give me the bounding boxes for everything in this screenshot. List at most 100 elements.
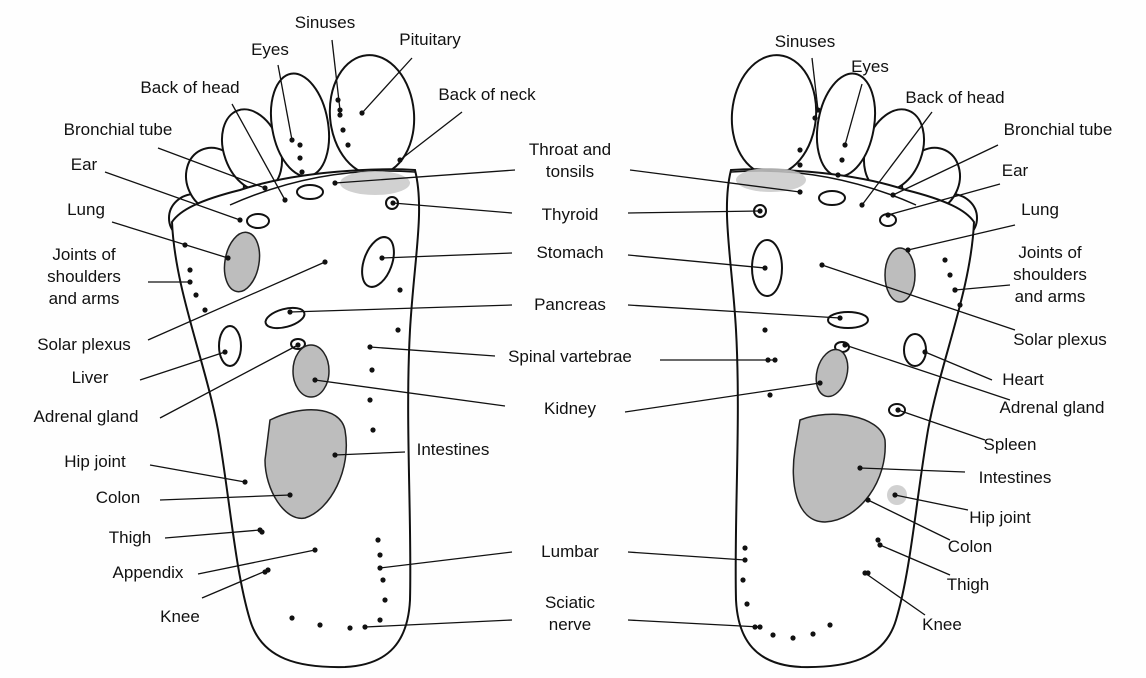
left-leader-pituitary (361, 57, 413, 114)
label-line: Intestines (979, 468, 1052, 487)
label-line: Spleen (984, 435, 1037, 454)
reflex-point-dot (375, 537, 381, 543)
center-leader-sciatic-nerve (364, 619, 513, 628)
center-label-lumbar: Lumbar (541, 542, 599, 561)
left-leader-bronchial-tube (157, 147, 266, 189)
center-label-spinal-vartebrae: Spinal vartebrae (508, 347, 632, 366)
right-heart (903, 333, 927, 367)
label-line: Eyes (251, 40, 289, 59)
label-line: Bronchial tube (1004, 120, 1113, 139)
left-leader-colon (159, 494, 291, 501)
center-leader-thyroid (392, 202, 513, 214)
label-line: Intestines (417, 440, 490, 459)
left-leader-adrenal-gland (159, 344, 299, 419)
reflex-point-dot (762, 327, 768, 333)
label-line: Ear (1002, 161, 1029, 180)
right-foot (725, 54, 978, 669)
right-lung (884, 247, 916, 303)
label-line: Knee (160, 607, 200, 626)
leader-lines (104, 39, 1016, 628)
left-label-lung: Lung (67, 200, 105, 219)
reflex-point-dot (187, 267, 193, 273)
right-leader-solar-plexus (821, 264, 1016, 331)
label-line: Colon (96, 488, 140, 507)
reflex-point-dot (299, 169, 305, 175)
right-leader-adrenal-gland (844, 344, 1011, 401)
right-leader-sinuses (811, 57, 819, 111)
left-leader-knee (201, 569, 269, 599)
reflex-point-dot (790, 635, 796, 641)
left-foot (168, 54, 421, 669)
right-leader-hip-joint (894, 494, 969, 511)
label-line: Sinuses (295, 13, 355, 32)
label-line: Kidney (544, 399, 596, 418)
center-leader-sciatic-nerve (627, 619, 761, 628)
right-label-spleen: Spleen (984, 435, 1037, 454)
reflex-point-dot (740, 577, 746, 583)
left-label-colon: Colon (96, 488, 140, 507)
right-leader-spleen (897, 409, 986, 441)
left-label-knee: Knee (160, 607, 200, 626)
reflex-point-dot (202, 307, 208, 313)
label-line: Thigh (947, 575, 990, 594)
right-leader-back-of-head (861, 111, 933, 206)
center-label-kidney: Kidney (544, 399, 596, 418)
left-label-pituitary: Pituitary (399, 30, 461, 49)
center-leader-kidney (624, 382, 821, 413)
label-line: Thigh (109, 528, 152, 547)
left-label-appendix: Appendix (113, 563, 184, 582)
left-lung (223, 231, 261, 293)
left-label-adrenal-gland: Adrenal gland (34, 407, 139, 426)
left-leader-lung (111, 221, 229, 259)
center-leader-stomach (381, 252, 513, 259)
label-line: Back of head (140, 78, 239, 97)
label-line: Ear (71, 155, 98, 174)
left-liver (218, 325, 242, 367)
left-pancreas (264, 306, 306, 330)
reflex-point-dot (957, 302, 963, 308)
left-stomach (361, 236, 395, 288)
label-line: Liver (72, 368, 109, 387)
right-leader-ear (887, 183, 1001, 216)
label-line: Pancreas (534, 295, 606, 314)
label-line: Bronchial tube (64, 120, 173, 139)
right-label-bronchial-tube: Bronchial tube (1004, 120, 1113, 139)
label-line: Throat and (529, 140, 611, 159)
left-leader-thigh (164, 529, 261, 539)
right-kidney (815, 348, 849, 398)
center-leader-thyroid (627, 210, 761, 214)
reflex-point-dot (382, 597, 388, 603)
reflex-point-dot (193, 292, 199, 298)
left-label-bronchial-tube: Bronchial tube (64, 120, 173, 139)
left-leader-eyes (277, 64, 293, 141)
reflex-point-dot (947, 272, 953, 278)
right-leader-colon (867, 499, 951, 541)
left-eye-zone (296, 184, 324, 200)
center-leader-pancreas (289, 304, 513, 313)
right-eye-zone (818, 190, 846, 206)
label-line: and arms (1015, 287, 1086, 306)
right-label-intestines: Intestines (979, 468, 1052, 487)
reflex-point-dot (742, 545, 748, 551)
label-line: Appendix (113, 563, 184, 582)
label-line: Solar plexus (1013, 330, 1107, 349)
center-leader-lumbar (379, 551, 513, 569)
left-label-back-of-head: Back of head (140, 78, 239, 97)
right-label-eyes: Eyes (851, 57, 889, 76)
reflex-point-dot (377, 617, 383, 623)
label-line: Thyroid (542, 205, 599, 224)
right-label-thigh: Thigh (947, 575, 990, 594)
left-leader-ear (104, 171, 241, 221)
label-line: Joints of (52, 245, 116, 264)
right-leader-thigh (879, 544, 951, 576)
left-leader-liver (139, 351, 226, 381)
reflex-point-dot (797, 162, 803, 168)
label-line: Lumbar (541, 542, 599, 561)
center-label-pancreas: Pancreas (534, 295, 606, 314)
right-leader-eyes (844, 83, 863, 146)
reflex-point-dot (289, 615, 295, 621)
left-throat-shade (340, 171, 410, 195)
center-label-stomach: Stomach (536, 243, 603, 262)
